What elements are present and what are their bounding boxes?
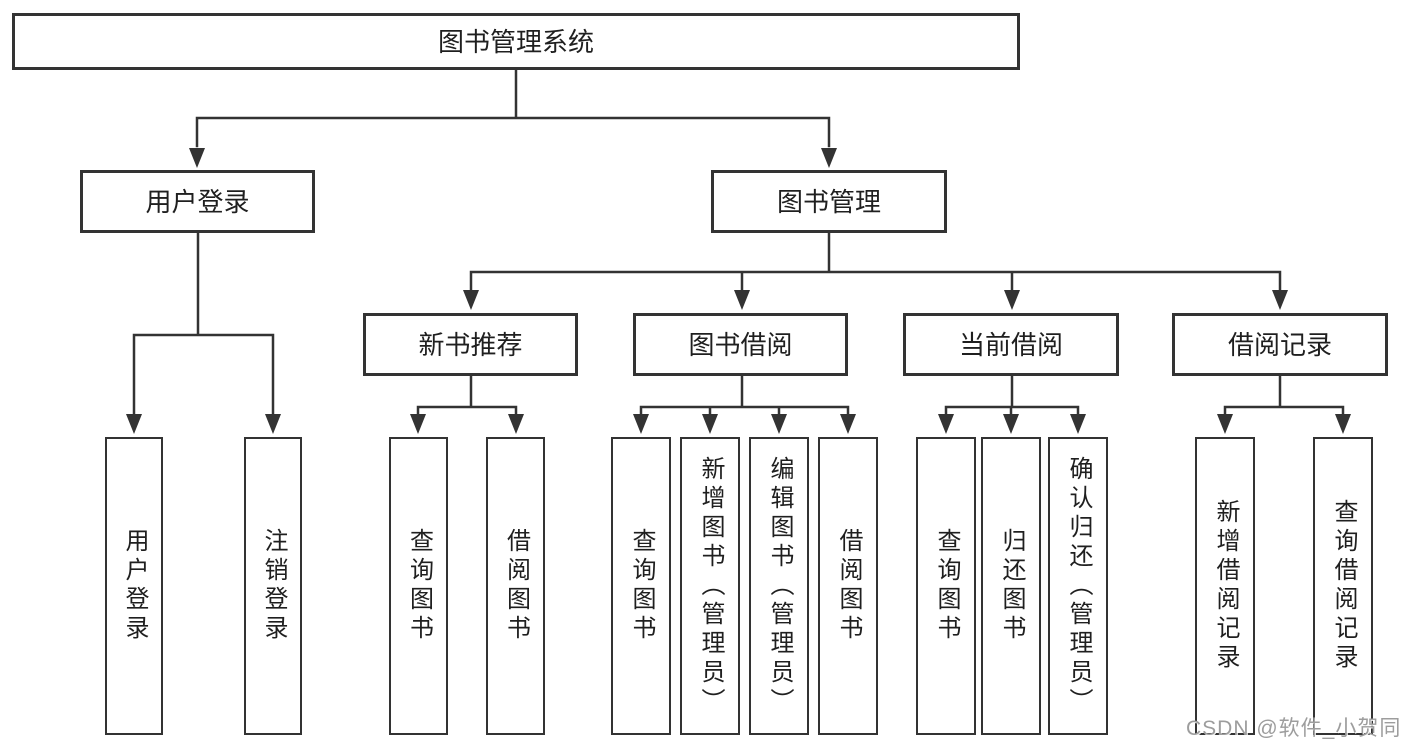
node-user-login: 用户登录 (80, 170, 315, 233)
node-new-book-recommendation: 新书推荐 (363, 313, 578, 376)
node-book-management: 图书管理 (711, 170, 947, 233)
node-recommend-borrow-books: 借阅图书 (486, 437, 545, 735)
csdn-watermark: CSDN @软件_小贺同学 (1186, 717, 1402, 740)
node-borrowing-borrow-books: 借阅图书 (818, 437, 878, 735)
node-logout-leaf: 注销登录 (244, 437, 302, 735)
node-current-borrowing: 当前借阅 (903, 313, 1119, 376)
node-records-query-record: 查询借阅记录 (1313, 437, 1373, 735)
node-records-add-record: 新增借阅记录 (1195, 437, 1255, 735)
node-borrowing-add-books-admin: 新增图书（管理员） (680, 437, 740, 735)
node-current-confirm-return-admin: 确认归还（管理员） (1048, 437, 1108, 735)
node-borrowing-edit-books-admin: 编辑图书（管理员） (749, 437, 809, 735)
node-library-system: 图书管理系统 (12, 13, 1020, 70)
arrowheads (126, 148, 1351, 434)
node-user-login-leaf: 用户登录 (105, 437, 163, 735)
node-borrowing-records: 借阅记录 (1172, 313, 1388, 376)
tree-edges (132, 68, 1345, 418)
node-book-borrowing: 图书借阅 (633, 313, 848, 376)
node-borrowing-query-books: 查询图书 (611, 437, 671, 735)
node-recommend-query-books: 查询图书 (389, 437, 448, 735)
node-current-query-books: 查询图书 (916, 437, 976, 735)
node-current-return-books: 归还图书 (981, 437, 1041, 735)
